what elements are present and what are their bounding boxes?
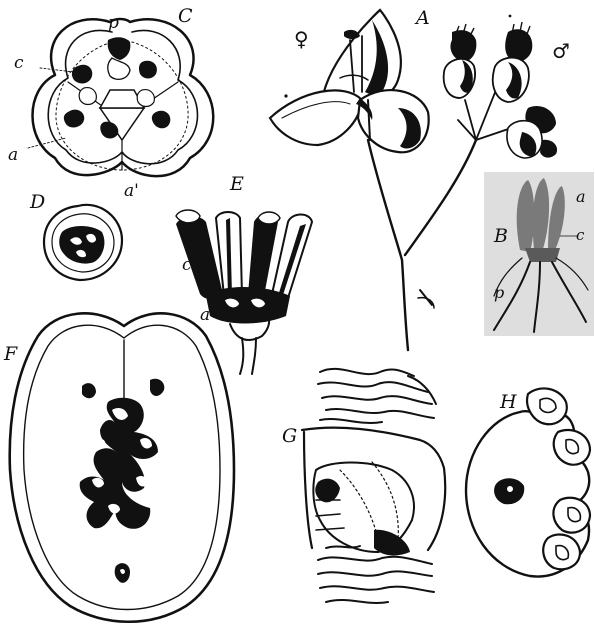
panel-a-female-symbol: ♀ (294, 27, 309, 51)
panel-c-floral-diagram: p C c a (8, 5, 213, 176)
panel-h-letter: H (499, 391, 517, 413)
panel-c-label-c: c (14, 53, 24, 73)
panel-g-letter: G (282, 425, 297, 447)
panel-f-letter: F (3, 343, 18, 365)
panel-g-pollen-tubes: G (282, 369, 445, 603)
panel-f-ovary-section: F (3, 313, 234, 621)
panel-b-letter: B (493, 225, 508, 247)
panel-e-letter: E (229, 173, 244, 195)
panel-e-stamen-column: E c a (176, 173, 312, 374)
panel-h-ovule-section: H (466, 388, 590, 576)
panel-b-stamen-photo: a c B p (484, 172, 594, 336)
panel-e-label-a: a (200, 305, 210, 325)
panel-d-letter: D (29, 191, 45, 213)
panel-b-label-a: a (576, 187, 586, 206)
panel-d-floral-cross-section: D a' (29, 181, 139, 280)
panel-c-label-a: a (8, 145, 18, 165)
panel-c-letter: C (178, 5, 193, 27)
panel-b-label-c: c (576, 226, 585, 244)
panel-e-label-c: c (182, 255, 192, 275)
panel-d-label-a-prime: a' (124, 181, 139, 201)
panel-c-label-p: p (108, 13, 119, 33)
panel-a-letter: A (414, 7, 430, 29)
panel-b-label-p: p (494, 283, 504, 302)
panel-a-male-symbol: ♂ (552, 39, 570, 63)
